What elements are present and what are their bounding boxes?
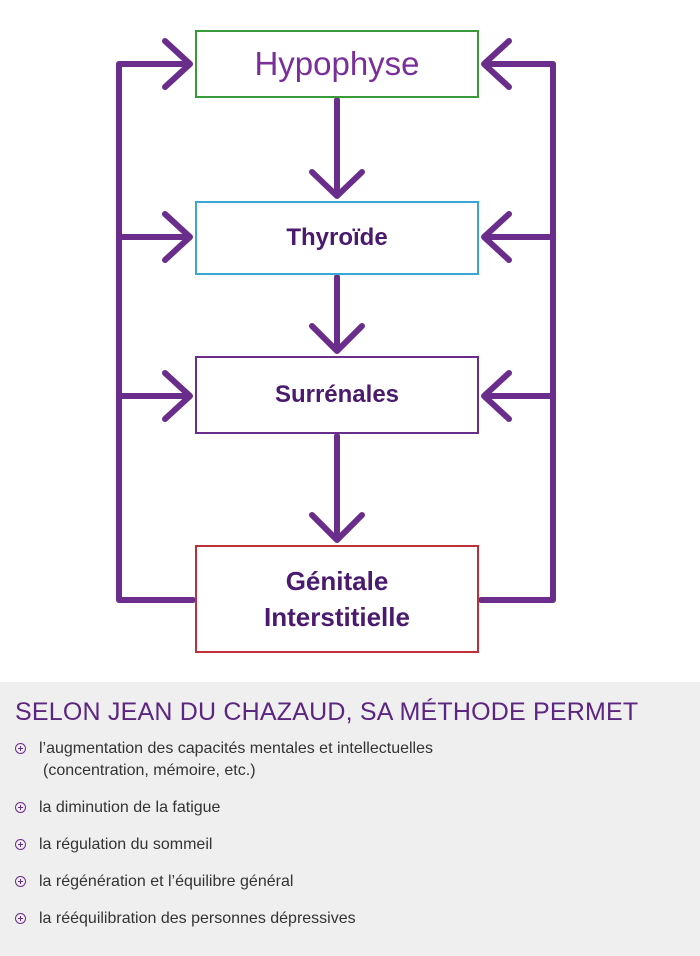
arrowhead-right-surrenales — [481, 370, 512, 422]
plus-circle-icon — [15, 876, 26, 887]
list-item-text: l’augmentation des capacités mentales et… — [39, 740, 434, 757]
list-item-text: la diminution de la fatigue — [39, 799, 221, 816]
feedback-line-left — [116, 61, 196, 603]
node-genitale-interstitielle: Génitale Interstitielle — [195, 545, 479, 653]
list-item: la diminution de la fatigue — [15, 797, 700, 819]
plus-circle-icon — [15, 802, 26, 813]
list-item-text: la régénération et l’équilibre général — [39, 873, 294, 890]
node-hypophyse: Hypophyse — [195, 30, 479, 98]
list-item: la rééquilibration des personnes dépress… — [15, 908, 700, 930]
list-item: la régulation du sommeil — [15, 834, 700, 856]
plus-circle-icon — [15, 913, 26, 924]
list-item: la régénération et l’équilibre général — [15, 871, 700, 893]
feedback-line-right — [478, 61, 556, 603]
arrowhead-left-thyroide — [162, 211, 193, 263]
arrowhead-left-hypophyse — [162, 38, 193, 90]
benefits-panel: SELON JEAN DU CHAZAUD, SA MÉTHODE PERMET… — [0, 682, 700, 956]
arrowhead-hypophyse-thyroide — [309, 169, 365, 199]
arrowhead-thyroide-surrenales — [309, 323, 365, 354]
list-item: l’augmentation des capacités mentales et… — [15, 738, 700, 782]
benefits-list: l’augmentation des capacités mentales et… — [15, 738, 700, 930]
node-genitale-line2: Interstitielle — [264, 602, 410, 632]
arrowhead-left-surrenales — [162, 370, 193, 422]
list-item-text: la régulation du sommeil — [39, 836, 213, 853]
list-item-text-continued: (concentration, mémoire, etc.) — [43, 762, 256, 779]
plus-circle-icon — [15, 839, 26, 850]
panel-title: SELON JEAN DU CHAZAUD, SA MÉTHODE PERMET — [15, 698, 639, 726]
arrowhead-right-hypophyse — [481, 38, 512, 90]
list-item-text: la rééquilibration des personnes dépress… — [39, 910, 356, 927]
arrowhead-right-thyroide — [481, 211, 512, 263]
node-genitale-line1: Génitale — [285, 566, 389, 596]
node-surrenales: Surrénales — [195, 356, 479, 434]
node-thyroide: Thyroïde — [195, 201, 479, 275]
plus-circle-icon — [15, 743, 26, 754]
arrowhead-surrenales-genitale — [309, 512, 365, 543]
endocrine-diagram — [116, 38, 556, 603]
